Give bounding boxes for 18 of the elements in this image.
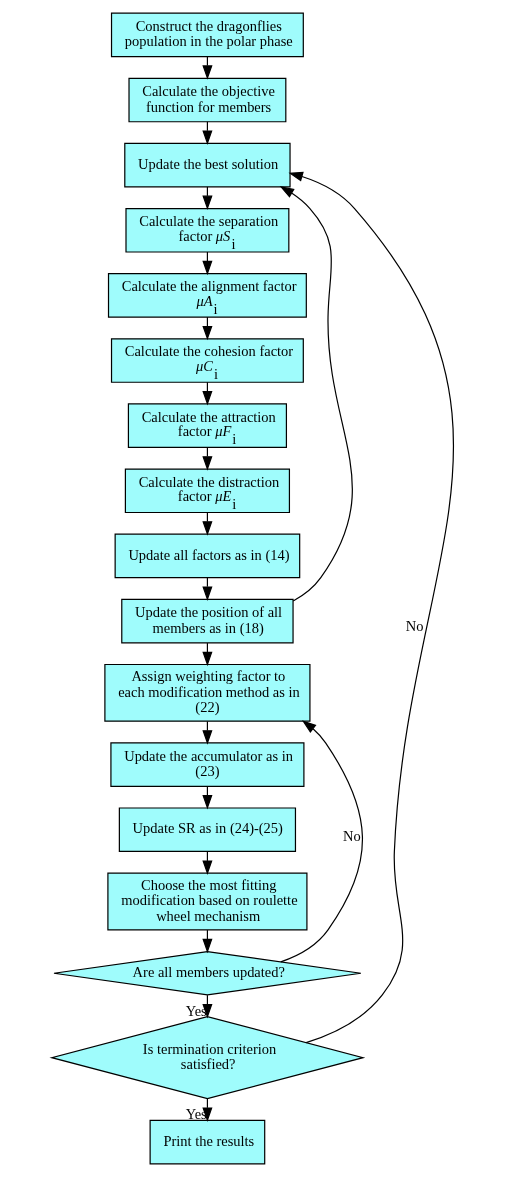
- edge-label: No: [405, 617, 423, 634]
- arrow: [279, 720, 363, 963]
- node-box: Update the accumulator as in (23): [109, 742, 304, 787]
- edge-label: Yes: [185, 1002, 207, 1019]
- node-box: Update the position of all members as in (18): [120, 598, 294, 644]
- arrow: [279, 186, 353, 602]
- node-box: Construct the dragonflies population in the polar phase: [110, 12, 304, 58]
- node-diamond: Is termination criterion satisfied?: [48, 1016, 365, 1100]
- node-box: Update all factors as in (14): [114, 533, 300, 579]
- arrow: [287, 171, 454, 1044]
- node-box: Choose the most fitting modification based on roulette wheel mechanism: [106, 872, 308, 931]
- node-diamond: Are all members updated?: [52, 950, 361, 996]
- edge-label: No: [342, 827, 361, 844]
- node-box: Assign weighting factor to each modification method as in (22): [103, 663, 311, 722]
- node-box: Calculate the objective function for members: [127, 77, 286, 123]
- node-box: Update the best solution: [123, 142, 291, 188]
- node-box: Print the results: [149, 1119, 265, 1165]
- node-box: Update SR as in (24)-(25): [118, 807, 296, 853]
